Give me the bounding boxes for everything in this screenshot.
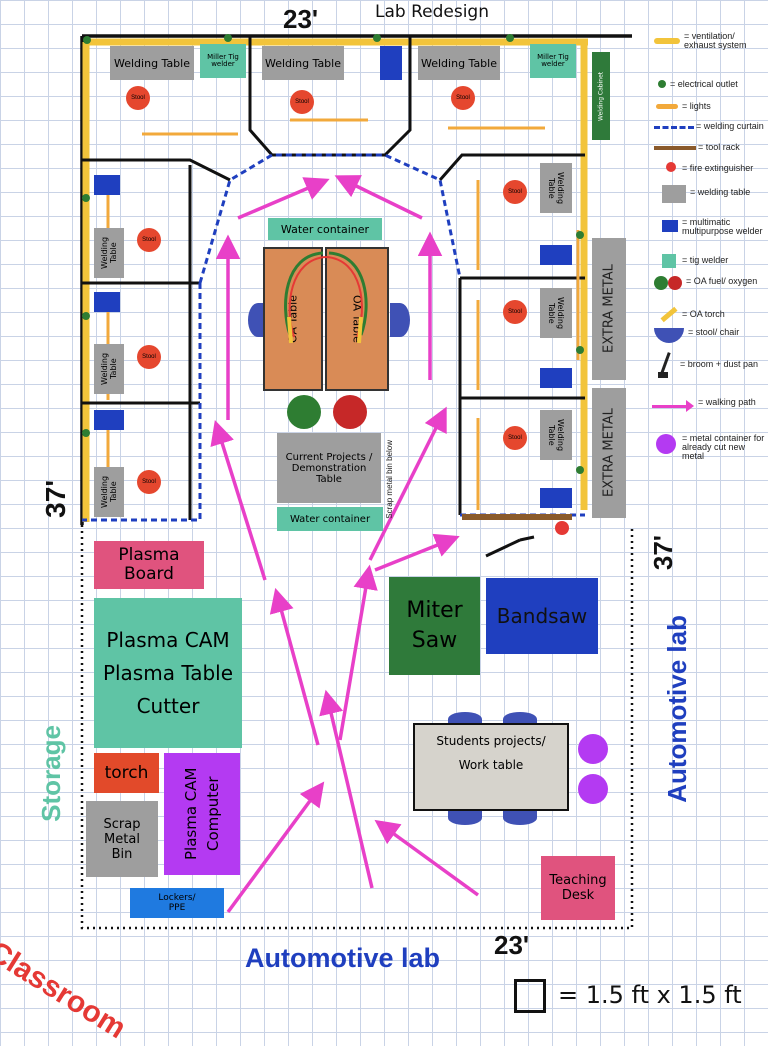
tig-welder-top-right: Miller Tig welder xyxy=(530,44,576,78)
water-container-bottom: Water container xyxy=(277,507,383,531)
legend-label: = lights xyxy=(682,101,711,111)
legend-label: = stool/ chair xyxy=(688,327,740,337)
multi-welder-right-2 xyxy=(540,368,572,388)
welding-table-left-2: Welding Table xyxy=(94,344,124,394)
stool-icon: Stool xyxy=(503,300,527,324)
stool-icon xyxy=(503,712,537,726)
torch-box: torch xyxy=(94,753,159,793)
oa-hoses xyxy=(284,251,368,344)
legend-label: = ventilation/ exhaust system xyxy=(684,31,747,50)
legend-label: = metal container for already cut new me… xyxy=(682,433,765,461)
curtain-icon xyxy=(654,126,694,129)
oa-torch-icon xyxy=(660,306,678,323)
broom-icon xyxy=(660,352,671,374)
lights-icon xyxy=(656,104,678,109)
current-projects-table: Current Projects / Demonstration Table xyxy=(277,433,381,503)
multi-welder-left-1 xyxy=(94,175,120,195)
tig-welder-top-left: Miller Tig welder xyxy=(200,44,246,78)
tig-welder-icon xyxy=(662,254,676,268)
welding-table-right-1: Welding Table xyxy=(540,163,572,213)
welding-table-right-2: Welding Table xyxy=(540,288,572,338)
legend-label: = OA fuel/ oxygen xyxy=(686,276,758,286)
students-work-table: Students projects/ Work table xyxy=(413,723,569,811)
stool-icon xyxy=(390,303,410,337)
metal-container-icon xyxy=(578,774,608,804)
welding-table-top-right: Welding Table xyxy=(418,46,500,80)
stool-icon: Stool xyxy=(137,228,161,252)
water-container-top: Water container xyxy=(268,218,382,240)
walking-path-arrow-icon xyxy=(686,400,694,412)
automotive-lab-bottom-label: Automotive lab xyxy=(245,943,441,973)
legend-label: = welding table xyxy=(690,187,751,197)
stool-chair-icon xyxy=(654,328,684,343)
stool-icon: Stool xyxy=(451,86,475,110)
legend-label: = tig welder xyxy=(682,255,729,265)
extra-metal-rack-2: EXTRA METAL xyxy=(592,388,626,518)
stool-icon: Stool xyxy=(137,470,161,494)
legend-label: = electrical outlet xyxy=(670,79,738,89)
fuel-icon xyxy=(654,276,668,290)
dimension-bottom: 23' xyxy=(494,930,530,960)
multi-welder-left-3 xyxy=(94,410,124,430)
stool-icon xyxy=(448,811,482,825)
tool-rack-icon xyxy=(654,146,696,150)
metal-container-icon xyxy=(578,734,608,764)
legend: = ventilation/ exhaust system = electric… xyxy=(648,30,766,490)
multi-welder-right-1 xyxy=(540,245,572,265)
dust-pan-icon xyxy=(658,372,668,378)
legend-label: = OA torch xyxy=(682,309,725,319)
legend-label: = tool rack xyxy=(698,142,740,152)
welding-table-icon xyxy=(662,185,686,203)
multi-welder-right-3 xyxy=(540,488,572,508)
welding-table-right-3: Welding Table xyxy=(540,410,572,460)
oxygen-tank-icon xyxy=(333,395,367,429)
welding-table-left-1: Welding Table xyxy=(94,228,124,278)
stool-icon: Stool xyxy=(126,86,150,110)
title: Lab Redesign xyxy=(375,2,489,22)
stool-icon xyxy=(448,712,482,726)
outlet-icon xyxy=(658,80,666,88)
metal-container-legend-icon xyxy=(656,434,676,454)
scrap-bin-note: Scrap metal bin below xyxy=(385,440,394,519)
oxygen-icon xyxy=(668,276,682,290)
extra-metal-rack-1: EXTRA METAL xyxy=(592,238,626,380)
plasma-cam-computer: Plasma CAM Computer xyxy=(164,753,240,875)
multi-welder-top-center xyxy=(380,46,402,80)
bandsaw: Bandsaw xyxy=(486,578,598,654)
legend-label: = multimatic multipurpose welder xyxy=(682,217,763,236)
legend-label: = fire extinguisher xyxy=(682,163,754,173)
stool-icon xyxy=(503,811,537,825)
scale-note: = 1.5 ft x 1.5 ft xyxy=(558,981,742,1009)
multi-welder-icon xyxy=(662,220,678,232)
ventilation-icon xyxy=(654,38,680,44)
extinguisher-icon xyxy=(666,162,676,172)
teaching-desk: Teaching Desk xyxy=(541,856,615,920)
floor-plan xyxy=(80,34,634,930)
walking-path-icon xyxy=(652,405,688,408)
multi-welder-left-2 xyxy=(94,292,120,312)
plasma-cam-table: Plasma CAM Plasma Table Cutter xyxy=(94,598,242,748)
dimension-top: 23' xyxy=(283,4,319,34)
stool-icon: Stool xyxy=(503,426,527,450)
scale-square-icon xyxy=(514,979,546,1013)
welding-table-left-3: Welding Table xyxy=(94,467,124,517)
stool-icon: Stool xyxy=(290,90,314,114)
lockers-ppe: Lockers/ PPE xyxy=(130,888,224,918)
scrap-metal-bin: Scrap Metal Bin xyxy=(86,801,158,877)
fuel-tank-icon xyxy=(287,395,321,429)
welding-table-top-center: Welding Table xyxy=(262,46,344,80)
welding-table-top-left: Welding Table xyxy=(110,46,194,80)
plasma-board: Plasma Board xyxy=(94,541,204,589)
welding-cabinet: Welding Cabinet xyxy=(592,52,610,140)
legend-label: = broom + dust pan xyxy=(680,359,759,369)
stool-icon: Stool xyxy=(503,180,527,204)
legend-label: = walking path xyxy=(698,397,756,407)
legend-label: = welding curtain xyxy=(696,121,764,131)
miter-saw: Miter Saw xyxy=(389,577,480,675)
stool-icon: Stool xyxy=(137,345,161,369)
